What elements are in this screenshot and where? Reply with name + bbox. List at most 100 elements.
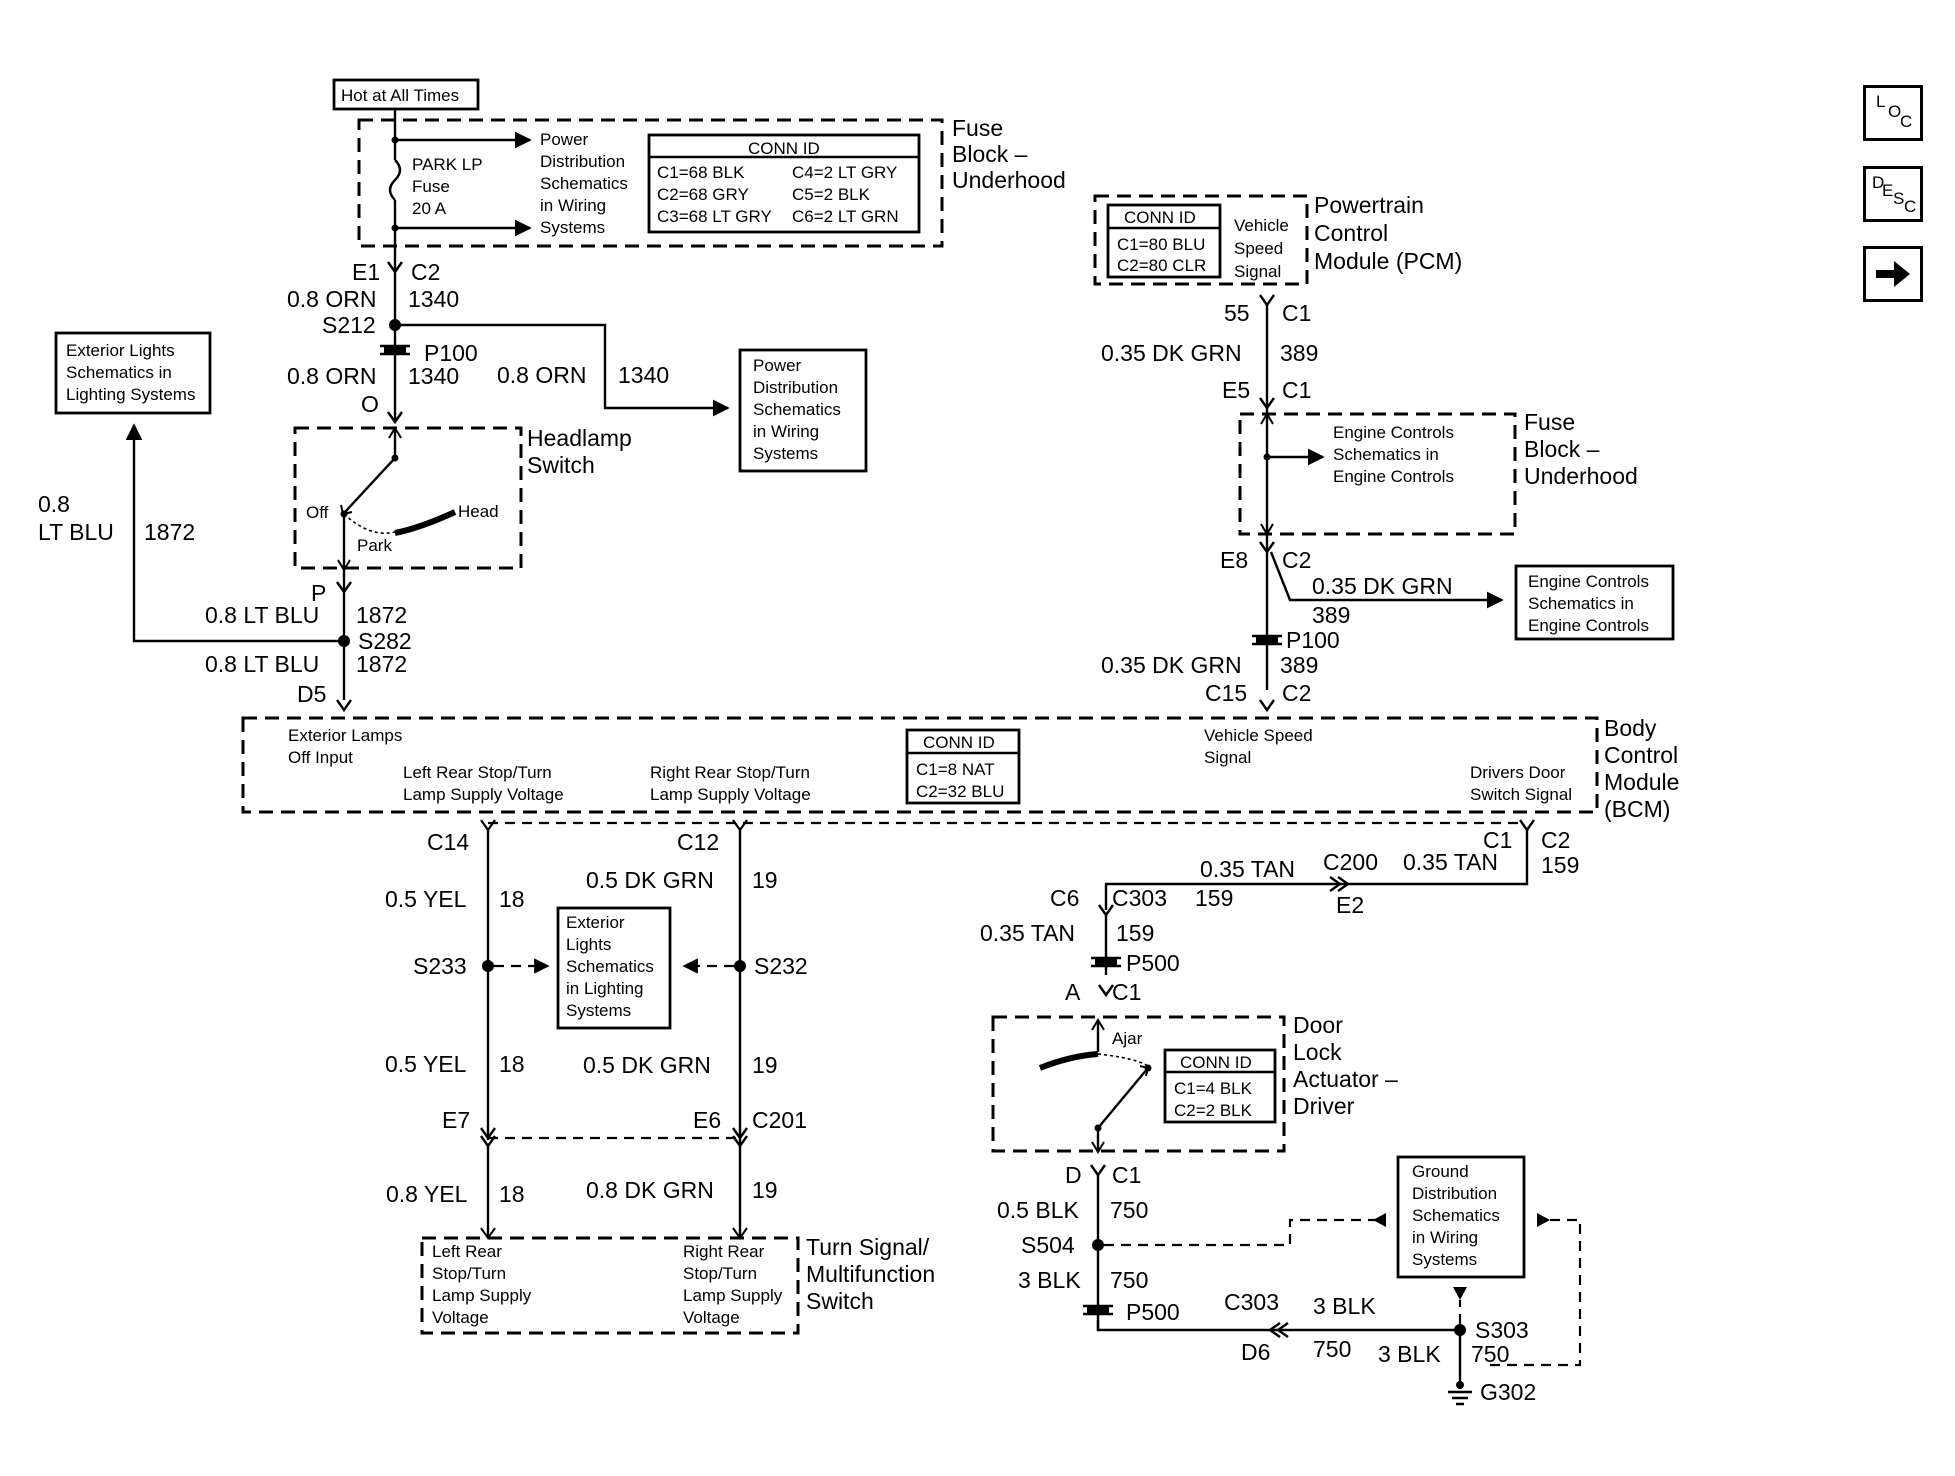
svg-text:Distribution: Distribution — [1412, 1184, 1497, 1203]
svg-text:Actuator –: Actuator – — [1293, 1066, 1398, 1092]
svg-text:PARK LP: PARK LP — [412, 155, 483, 174]
svg-text:S212: S212 — [322, 312, 376, 338]
svg-text:C1=68 BLK: C1=68 BLK — [657, 163, 745, 182]
svg-text:0.8 LT BLU: 0.8 LT BLU — [205, 651, 319, 677]
svg-text:P100: P100 — [424, 340, 478, 366]
ground-distribution-ref-box — [1396, 1155, 1526, 1279]
svg-text:55: 55 — [1224, 300, 1250, 326]
svg-text:1340: 1340 — [408, 363, 459, 389]
svg-text:Engine Controls: Engine Controls — [1333, 423, 1454, 442]
fuse-conn-id-table: CONN ID C1=68 BLK C4=2 LT GRY C2=68 GRY … — [647, 133, 921, 234]
svg-text:Engine Controls: Engine Controls — [1333, 467, 1454, 486]
svg-text:0.8 DK GRN: 0.8 DK GRN — [586, 1177, 714, 1203]
svg-text:0.35 DK GRN: 0.35 DK GRN — [1312, 573, 1453, 599]
svg-text:C303: C303 — [1224, 1289, 1279, 1315]
svg-text:Lamp Supply Voltage: Lamp Supply Voltage — [403, 785, 564, 804]
svg-text:Door: Door — [1293, 1012, 1343, 1038]
svg-text:Engine Controls: Engine Controls — [1528, 616, 1649, 635]
svg-text:P: P — [311, 580, 326, 606]
svg-text:Control: Control — [1604, 742, 1678, 768]
loc-button[interactable]: L O C — [1863, 85, 1923, 141]
svg-text:C1: C1 — [1282, 300, 1311, 326]
svg-text:C2: C2 — [1282, 680, 1311, 706]
door-conn-id-table: CONN ID C1=4 BLK C2=2 BLK — [1163, 1048, 1277, 1124]
svg-text:3 BLK: 3 BLK — [1378, 1341, 1441, 1367]
svg-text:Distribution: Distribution — [540, 152, 625, 171]
engine-controls-ref-box — [1514, 564, 1675, 641]
svg-text:20 A: 20 A — [412, 199, 447, 218]
svg-text:Left Rear Stop/Turn: Left Rear Stop/Turn — [403, 763, 552, 782]
svg-text:Ground: Ground — [1412, 1162, 1469, 1181]
svg-text:Switch: Switch — [527, 452, 595, 478]
svg-text:Schematics: Schematics — [1412, 1206, 1500, 1225]
svg-text:C1: C1 — [1112, 979, 1141, 1005]
svg-text:389: 389 — [1280, 652, 1318, 678]
svg-text:750: 750 — [1110, 1267, 1148, 1293]
p500-grommet-top — [1091, 956, 1121, 968]
hot-at-all-times-label: Hot at All Times — [341, 86, 459, 105]
svg-text:Fuse: Fuse — [412, 177, 450, 196]
svg-text:3 BLK: 3 BLK — [1018, 1267, 1081, 1293]
svg-text:Stop/Turn: Stop/Turn — [432, 1264, 506, 1283]
door-lock-actuator-label: Door Lock Actuator – Driver — [1293, 1012, 1398, 1119]
svg-text:E7: E7 — [442, 1107, 470, 1133]
svg-text:C1: C1 — [1112, 1162, 1141, 1188]
pcm-outline — [1093, 194, 1309, 286]
svg-text:Lamp Supply: Lamp Supply — [432, 1286, 532, 1305]
hot-at-all-times-box — [332, 78, 480, 111]
svg-text:C2=68 GRY: C2=68 GRY — [657, 185, 749, 204]
svg-text:0.35 TAN: 0.35 TAN — [1403, 849, 1498, 875]
exterior-lights-ref-mid — [556, 906, 672, 1030]
svg-text:Drivers Door: Drivers Door — [1470, 763, 1566, 782]
svg-text:D6: D6 — [1241, 1339, 1270, 1365]
svg-text:Switch: Switch — [806, 1288, 874, 1314]
svg-text:C1=4 BLK: C1=4 BLK — [1174, 1079, 1253, 1098]
exterior-lights-ref-top — [54, 331, 212, 415]
svg-text:C1=80 BLU: C1=80 BLU — [1117, 235, 1205, 254]
svg-text:Underhood: Underhood — [1524, 463, 1638, 489]
svg-text:Turn Signal/: Turn Signal/ — [806, 1234, 930, 1260]
fuse-block-underhood-2-outline — [1238, 412, 1517, 536]
svg-text:C4=2 LT GRY: C4=2 LT GRY — [792, 163, 897, 182]
svg-text:1340: 1340 — [408, 286, 459, 312]
svg-text:P100: P100 — [1286, 627, 1340, 653]
svg-text:S504: S504 — [1021, 1232, 1075, 1258]
turn-signal-switch-outline — [420, 1236, 800, 1335]
svg-text:C1=8 NAT: C1=8 NAT — [916, 760, 995, 779]
svg-text:Schematics in: Schematics in — [1333, 445, 1439, 464]
svg-text:Block –: Block – — [952, 141, 1028, 167]
headlamp-switch-label: Headlamp Switch — [527, 425, 632, 478]
splice-s232 — [734, 960, 746, 972]
svg-text:Module: Module — [1604, 769, 1679, 795]
next-arrow-button[interactable] — [1863, 246, 1923, 302]
svg-text:Vehicle: Vehicle — [1234, 216, 1289, 235]
svg-text:E1: E1 — [352, 259, 380, 285]
svg-text:Right Rear Stop/Turn: Right Rear Stop/Turn — [650, 763, 810, 782]
svg-text:19: 19 — [752, 1052, 778, 1078]
svg-text:C2=2 BLK: C2=2 BLK — [1174, 1101, 1253, 1120]
splice-s233 — [482, 960, 494, 972]
svg-text:Lamp Supply Voltage: Lamp Supply Voltage — [650, 785, 811, 804]
desc-button[interactable]: D E S C — [1863, 166, 1923, 222]
svg-text:Systems: Systems — [566, 1001, 631, 1020]
svg-text:159: 159 — [1541, 852, 1579, 878]
svg-text:Lock: Lock — [1293, 1039, 1342, 1065]
svg-text:1872: 1872 — [356, 602, 407, 628]
svg-text:Fuse: Fuse — [1524, 409, 1575, 435]
svg-text:in Wiring: in Wiring — [540, 196, 606, 215]
park-lp-fuse-label: PARK LP Fuse 20 A — [412, 155, 483, 218]
svg-text:C2: C2 — [1541, 827, 1570, 853]
svg-text:C200: C200 — [1323, 849, 1378, 875]
svg-text:0.8 ORN: 0.8 ORN — [287, 363, 376, 389]
svg-text:1872: 1872 — [356, 651, 407, 677]
svg-text:0.8: 0.8 — [38, 491, 70, 517]
svg-text:18: 18 — [499, 1051, 525, 1077]
svg-text:Power: Power — [540, 130, 589, 149]
svg-text:Schematics in: Schematics in — [1528, 594, 1634, 613]
svg-text:0.8 LT BLU: 0.8 LT BLU — [205, 602, 319, 628]
svg-text:(BCM): (BCM) — [1604, 796, 1670, 822]
power-distribution-ref-top: Power Distribution Schematics in Wiring … — [540, 130, 628, 237]
bcm-outline — [241, 716, 1599, 814]
svg-text:P500: P500 — [1126, 1299, 1180, 1325]
